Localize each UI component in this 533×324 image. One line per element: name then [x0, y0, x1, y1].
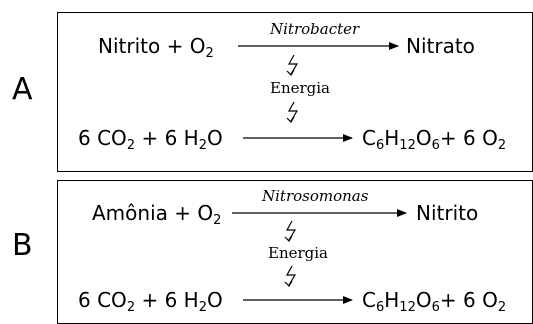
equation-a-top-left: Nitrito + O2 [98, 34, 214, 61]
oxygen: O2 [482, 288, 507, 315]
enzyme-label-a: Nitrobacter [270, 20, 360, 38]
oxygen: O2 [189, 34, 214, 61]
panel-letter-a: A [12, 72, 33, 107]
carbon-dioxide: CO2 [97, 288, 136, 315]
glucose: C6H12O6 [362, 126, 440, 153]
product-b: Nitrito [416, 201, 479, 225]
product-a: Nitrato [406, 34, 475, 58]
equation-b-bottom-right: C6H12O6+ 6 O2 [362, 288, 507, 315]
reactant: Nitrito [98, 34, 161, 58]
lightning-bolt-icon [285, 265, 297, 286]
plus-sign: + [174, 201, 192, 225]
energy-label-a: Energia [270, 79, 330, 97]
lightning-bolt-icon [287, 101, 299, 122]
lightning-bolt-icon [287, 54, 299, 75]
panel-letter-b: B [12, 228, 33, 263]
water: H2O [183, 288, 223, 315]
carbon-dioxide: CO2 [97, 126, 136, 153]
equation-b-top-left: Amônia + O2 [92, 201, 222, 228]
oxygen: O2 [197, 201, 222, 228]
enzyme-label-b: Nitrosomonas [262, 187, 369, 205]
reactant: Amônia [92, 201, 168, 225]
energy-label-b: Energia [268, 244, 328, 262]
equation-b-bottom-left: 6 CO2 + 6 H2O [78, 288, 223, 315]
lightning-bolt-icon [285, 220, 297, 241]
water: H2O [183, 126, 223, 153]
oxygen: O2 [482, 126, 507, 153]
plus-sign: + [166, 34, 184, 58]
glucose: C6H12O6 [362, 288, 440, 315]
equation-a-bottom-right: C6H12O6+ 6 O2 [362, 126, 507, 153]
equation-a-bottom-left: 6 CO2 + 6 H2O [78, 126, 223, 153]
